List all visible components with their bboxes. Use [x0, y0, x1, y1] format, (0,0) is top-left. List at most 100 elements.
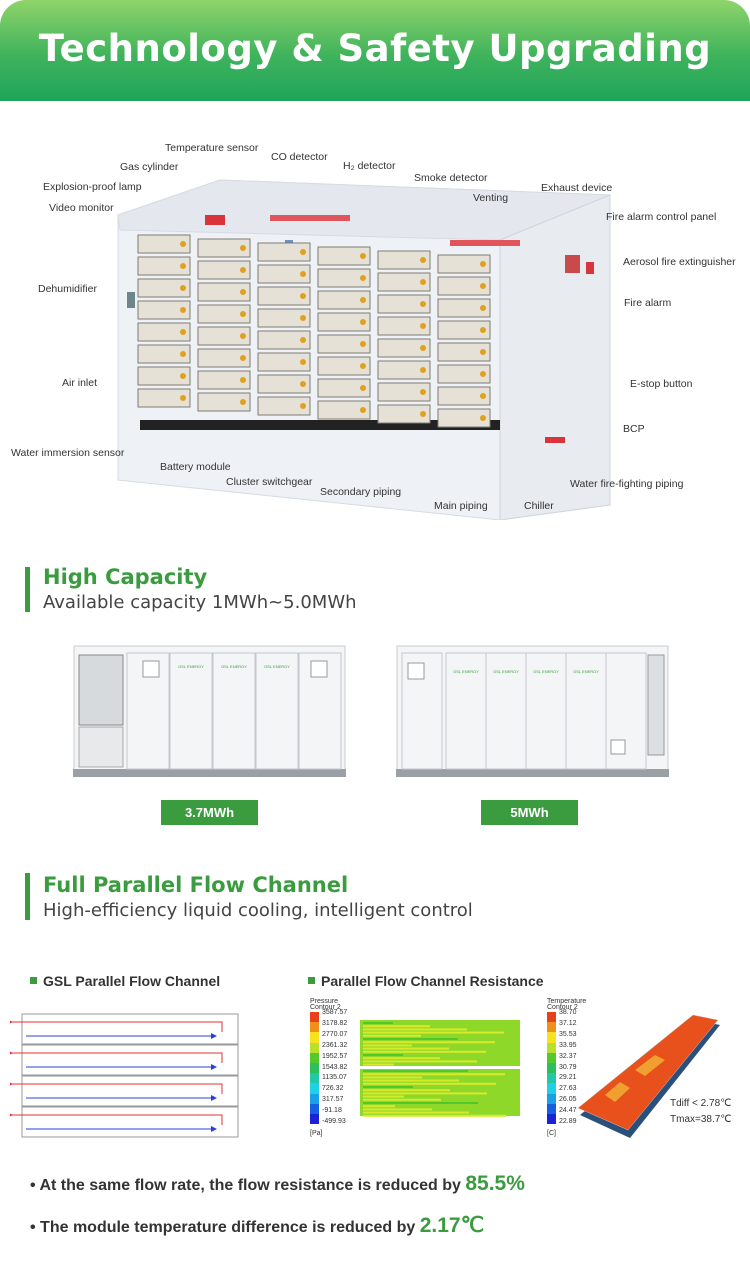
resistance-label-text: Parallel Flow Channel Resistance — [321, 973, 544, 989]
channel-band — [363, 1086, 413, 1088]
callout-label: Dehumidifier — [38, 283, 97, 295]
brand-label: GSL ENERGY — [573, 669, 599, 674]
battery-module — [377, 360, 431, 380]
legend-swatch — [547, 1063, 556, 1074]
battery-module — [257, 330, 311, 350]
legend-swatch — [547, 1052, 556, 1063]
square-bullet-icon — [30, 977, 37, 984]
legend-swatch — [547, 1022, 556, 1033]
battery-module — [317, 290, 371, 310]
bullet-value: 85.5% — [465, 1172, 525, 1195]
channel-band — [363, 1054, 403, 1056]
flow-channel-box — [21, 1044, 239, 1076]
battery-module — [137, 344, 191, 364]
brand-label: GSL ENERGY — [221, 664, 247, 669]
channel-band — [363, 1105, 395, 1108]
battery-module — [377, 272, 431, 292]
callout-label: Cluster switchgear — [226, 476, 313, 488]
legend-swatch — [310, 1103, 319, 1114]
battery-module — [197, 326, 251, 346]
legend-value: 37.12 — [559, 1019, 577, 1027]
battery-module — [197, 238, 251, 258]
channel-band — [363, 1041, 495, 1044]
legend-swatch — [547, 1093, 556, 1104]
battery-module — [257, 264, 311, 284]
callout-label: Venting — [473, 192, 509, 204]
callout-label: Secondary piping — [320, 486, 402, 498]
legend-value: 1543.82 — [322, 1063, 348, 1071]
battery-module — [377, 404, 431, 424]
channel-band — [363, 1025, 430, 1028]
legend-swatch — [310, 1012, 319, 1023]
legend-value: -91.18 — [322, 1107, 342, 1115]
battery-module — [137, 322, 191, 342]
capacity-tag-3.7mwh: 3.7MWh — [161, 800, 258, 825]
legend-unit: [Pa] — [310, 1130, 323, 1137]
channel-band — [363, 1031, 504, 1034]
brand-label: GSL ENERGY — [264, 664, 290, 669]
brand-label: GSL ENERGY — [533, 669, 559, 674]
legend-swatch — [310, 1032, 319, 1043]
battery-module — [437, 254, 491, 274]
callout-label: Temperature sensor — [165, 142, 259, 154]
legend-value: 27.63 — [559, 1085, 577, 1093]
header-banner: Technology & Safety Upgrading — [0, 0, 750, 101]
square-bullet-icon — [308, 977, 315, 984]
temperature-contour-model — [577, 1014, 720, 1138]
battery-module — [437, 386, 491, 406]
legend-value: 1135.07 — [322, 1074, 347, 1082]
channel-band — [363, 1108, 432, 1111]
legend-subtitle: Contour 2 — [547, 1004, 578, 1011]
flow-channel-label-text: GSL Parallel Flow Channel — [43, 973, 221, 989]
battery-module — [137, 256, 191, 276]
battery-module — [257, 286, 311, 306]
return-flow-arrow — [10, 1050, 223, 1063]
battery-module — [377, 382, 431, 402]
legend-value: 26.05 — [559, 1096, 577, 1104]
callout-label: Chiller — [524, 500, 554, 512]
channel-band — [363, 1098, 441, 1101]
legend-value: 33.95 — [559, 1041, 577, 1049]
legend-unit: [C] — [547, 1130, 556, 1137]
legend-swatch — [547, 1114, 556, 1125]
callout-label: Gas cylinder — [120, 161, 179, 173]
legend-swatch — [310, 1073, 319, 1084]
legend-value: 30.79 — [559, 1063, 577, 1071]
brand-label: GSL ENERGY — [493, 669, 519, 674]
channel-band — [363, 1079, 459, 1082]
channel-band — [363, 1044, 412, 1047]
channel-band — [363, 1114, 506, 1117]
battery-module — [197, 392, 251, 412]
battery-module — [317, 334, 371, 354]
legend-value: 1952.57 — [322, 1052, 348, 1060]
capacity-title: High Capacity — [43, 565, 208, 589]
callout-label: Water immersion sensor — [11, 447, 125, 459]
callout-label: Fire alarm control panel — [606, 211, 717, 223]
channel-band — [363, 1092, 487, 1095]
legend-swatch — [310, 1022, 319, 1033]
legend-value: 32.37 — [559, 1052, 577, 1060]
legend-swatch — [310, 1114, 319, 1125]
battery-module — [437, 408, 491, 428]
section-accent-bar — [25, 873, 30, 920]
battery-module — [137, 388, 191, 408]
flow-channel-box — [21, 1013, 239, 1045]
battery-module — [197, 260, 251, 280]
callout-label: BCP — [623, 423, 645, 435]
legend-value: 22.89 — [559, 1118, 577, 1125]
channel-band — [363, 1073, 505, 1076]
callout-label: Air inlet — [62, 377, 98, 389]
battery-module — [257, 374, 311, 394]
battery-module — [317, 356, 371, 376]
legend-swatch — [310, 1052, 319, 1063]
legend-swatch — [547, 1012, 556, 1023]
bullet-text: At the same flow rate, the flow resistan… — [39, 1177, 466, 1194]
battery-module — [437, 342, 491, 362]
parallel-flow-diagram — [10, 1013, 239, 1138]
legend-value: 726.32 — [322, 1085, 344, 1093]
battery-module — [437, 364, 491, 384]
legend-swatch — [547, 1103, 556, 1114]
channel-band — [363, 1076, 422, 1079]
return-flow-arrow — [10, 1112, 223, 1125]
battery-module — [317, 246, 371, 266]
